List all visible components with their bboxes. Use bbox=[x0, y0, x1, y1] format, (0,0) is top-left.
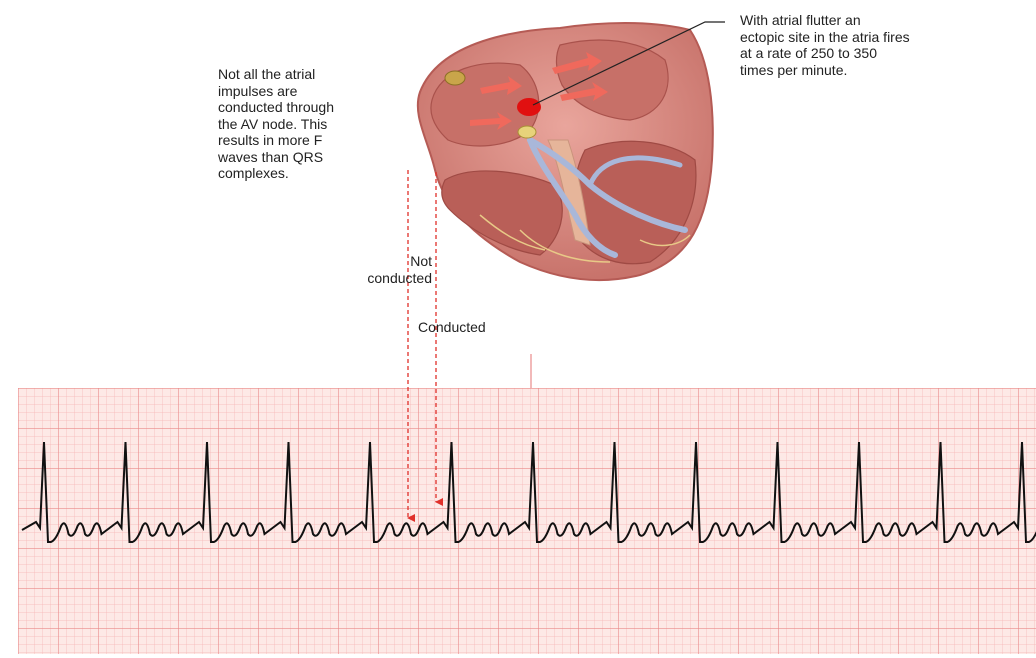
av-node bbox=[518, 126, 536, 138]
conducted-label: Conducted bbox=[418, 319, 486, 336]
sa-node bbox=[445, 71, 465, 85]
ecg-grid bbox=[18, 388, 1036, 654]
ecg-strip bbox=[18, 388, 1036, 654]
heart-illustration bbox=[418, 23, 713, 280]
right-ventricle-chamber bbox=[442, 171, 563, 255]
not-conducted-label: Not conducted bbox=[340, 253, 432, 286]
ectopic-site-note: With atrial flutter an ectopic site in t… bbox=[740, 12, 1010, 78]
non-conduction-note: Not all the atrial impulses are conducte… bbox=[218, 66, 403, 182]
ectopic-site bbox=[517, 98, 541, 116]
